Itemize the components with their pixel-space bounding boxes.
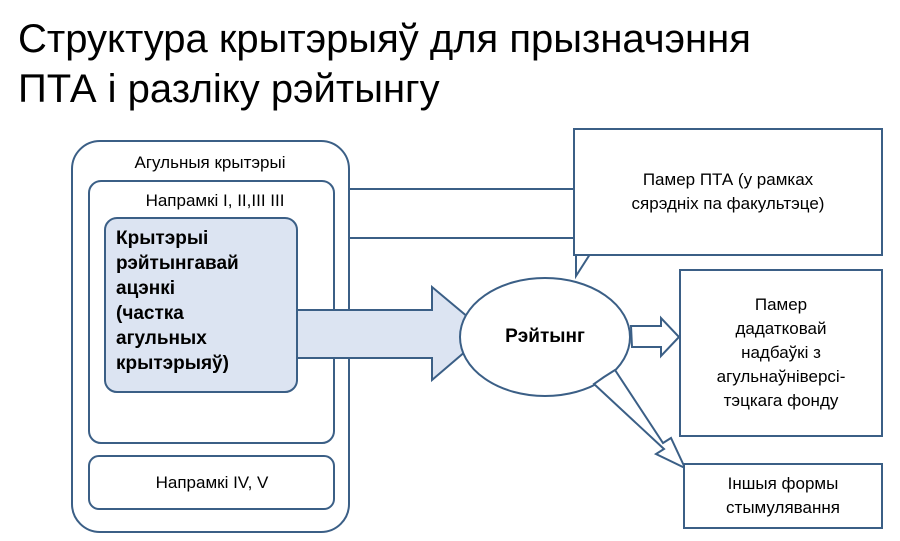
bonus-size-line: агульнаўніверсі-: [716, 367, 846, 386]
pta-size-line: сярэдніх па факультэце): [631, 194, 825, 213]
rating-criteria-line: ацэнкі: [116, 278, 176, 299]
rating-criteria-line: Крытэрыі: [116, 228, 209, 249]
bonus-size-line: дадатковай: [735, 319, 827, 338]
bonus-size-box: [679, 269, 883, 437]
pta-size-line: Памер ПТА (у рамках: [642, 170, 814, 189]
other-forms-line: стымулявання: [726, 498, 840, 517]
directions-1-3-label: Напрамкі І, ІІ,ІІІ ІІІ: [145, 191, 285, 210]
directions-4-5-label: Напрамкі IV, V: [155, 473, 269, 492]
slide-title-line1: Структура крытэрыяў для прызначэння: [18, 17, 751, 61]
arrow-to-bonus: [629, 315, 681, 359]
rating-criteria-line: крытэрыяў): [116, 353, 229, 374]
other-forms-label: Іншыя формы стымулявання: [688, 470, 878, 522]
bonus-size-line: Памер: [754, 295, 808, 314]
rating-label: Рэйтынг: [505, 325, 585, 347]
other-forms-line: Іншыя формы: [727, 474, 839, 493]
bonus-size-line: тэцкага фонду: [723, 391, 839, 410]
arrow-to-other-forms: [592, 368, 688, 471]
rating-criteria-line: (частка: [116, 303, 184, 324]
rating-ellipse: [459, 277, 631, 397]
pta-size-label: Памер ПТА (у рамках сярэдніх па факультэ…: [580, 160, 876, 224]
rating-criteria-label: Крытэрыі рэйтынгавай ацэнкі (частка агул…: [116, 226, 292, 388]
bonus-size-line: надбаўкі з: [741, 343, 821, 362]
rating-criteria-line: рэйтынгавай: [116, 253, 239, 274]
other-forms-box: [683, 463, 883, 529]
bonus-size-label: Памер дадатковай надбаўкі з агульнаўніве…: [684, 288, 878, 418]
pta-size-box: [573, 128, 883, 256]
slide-title-line2: ПТА і разліку рэйтынгу: [18, 67, 440, 111]
rating-criteria-box: [104, 217, 298, 393]
rating-criteria-line: агульных: [116, 328, 207, 349]
slide-title: Структура крытэрыяў для прызначэння ПТА …: [18, 14, 888, 114]
arrow-to-rating: [296, 284, 489, 383]
directions-4-5-box: [88, 455, 335, 510]
general-criteria-label: Агульныя крытэрыі: [134, 153, 286, 172]
